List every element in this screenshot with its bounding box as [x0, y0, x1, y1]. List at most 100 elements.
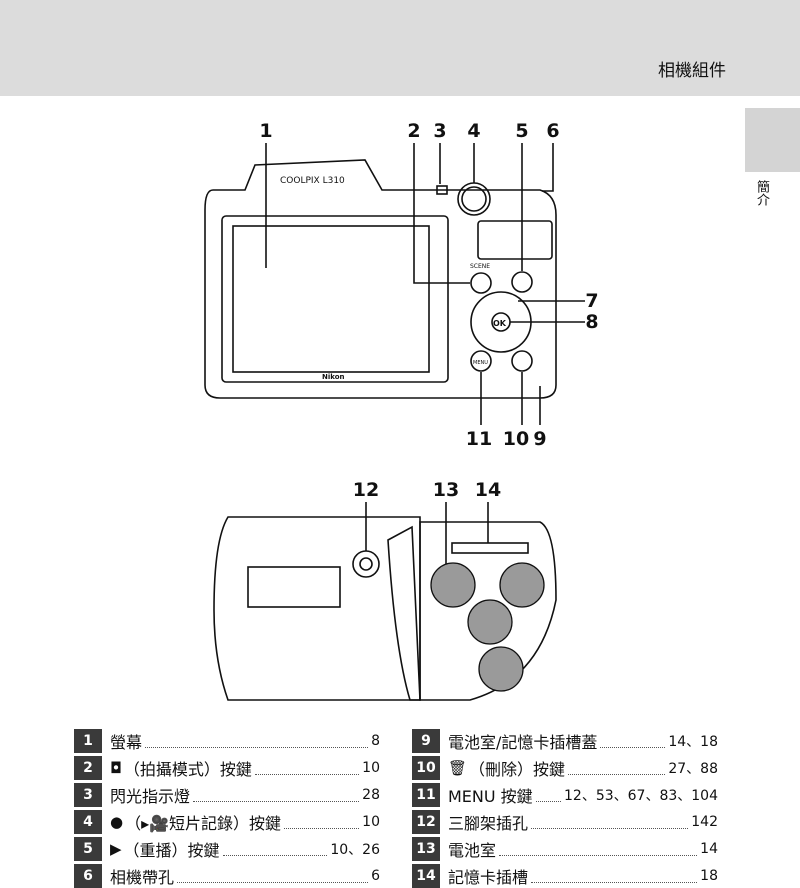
parts-row: 11 MENU 按鍵 12、53、67、83、104	[412, 783, 718, 807]
page-title: 相機組件	[658, 61, 726, 81]
part-number: 12	[412, 810, 440, 834]
menu-label: MENU	[473, 360, 488, 366]
callout-14: 14	[474, 479, 502, 501]
part-label: 相機帶孔	[110, 868, 175, 887]
part-label: 三腳架插孔	[448, 814, 529, 833]
page-header: 相機組件	[0, 0, 800, 96]
playback-button	[511, 271, 533, 293]
part-number: 3	[74, 783, 102, 807]
battery-cell	[430, 562, 476, 608]
section-tab[interactable]	[745, 108, 800, 172]
part-number: 9	[412, 729, 440, 753]
parts-row: 4 ●（▸🎥短片記錄）按鍵 10	[74, 810, 380, 834]
parts-row: 5 ▶（重播）按鍵 10、26	[74, 837, 380, 861]
section-tab-label: 簡介	[754, 180, 769, 206]
leader-dots	[177, 870, 369, 883]
parts-row: 2 ◘（拍攝模式）按鍵 10	[74, 756, 380, 780]
record-icon: ●	[110, 813, 124, 831]
part-number: 11	[412, 783, 440, 807]
page-reference: 10、26	[330, 842, 380, 858]
part-label: （拍攝模式）按鍵	[123, 760, 252, 779]
leader-dots	[568, 762, 666, 775]
callout-13: 13	[432, 479, 460, 501]
callout-7: 7	[585, 290, 599, 312]
leader-dots	[535, 789, 562, 802]
page-reference: 27、88	[668, 761, 718, 777]
part-number: 14	[412, 864, 440, 888]
part-label: MENU 按鍵	[448, 787, 533, 806]
scene-label: SCENE	[470, 263, 490, 270]
camera-bottom-body	[213, 516, 421, 701]
battery-chamber-outline	[419, 521, 557, 701]
callout-5: 5	[515, 120, 529, 142]
leader-dots	[284, 816, 360, 829]
part-number: 5	[74, 837, 102, 861]
parts-row: 6 相機帶孔 6	[74, 864, 380, 888]
page-reference: 6	[371, 868, 380, 884]
camera-diagram: COOLPIX L310 Nikon SCENE OK MENU	[204, 143, 585, 701]
callout-11: 11	[465, 428, 493, 450]
camera-icon: ◘	[110, 759, 122, 777]
battery-cell	[499, 562, 545, 608]
camera-logo: Nikon	[322, 373, 345, 381]
parts-row: 3 閃光指示燈 28	[74, 783, 380, 807]
parts-row: 12 三腳架插孔 142	[412, 810, 718, 834]
trash-icon: 🗑	[448, 759, 468, 777]
parts-row: 1 螢幕 8	[74, 729, 380, 753]
menu-button	[470, 350, 492, 372]
part-number: 10	[412, 756, 440, 780]
callout-2: 2	[407, 120, 421, 142]
leader-dots	[145, 735, 369, 748]
page-reference: 8	[371, 733, 380, 749]
callout-1: 1	[259, 120, 273, 142]
part-label: （▸🎥短片記錄）按鍵	[125, 814, 282, 833]
shooting-mode-button	[470, 272, 492, 294]
tripod-socket	[352, 550, 380, 578]
play-icon: ▶	[110, 840, 122, 858]
battery-cell	[467, 599, 513, 645]
callout-4: 4	[467, 120, 481, 142]
leader-dots	[254, 762, 360, 775]
part-label: 電池室	[448, 841, 497, 860]
part-number: 4	[74, 810, 102, 834]
part-label: （刪除）按鍵	[469, 760, 566, 779]
lcd-screen	[221, 215, 449, 383]
delete-button	[511, 350, 533, 372]
callout-12: 12	[352, 479, 380, 501]
page-reference: 10	[362, 814, 380, 830]
ok-label: OK	[493, 319, 507, 328]
leader-dots	[222, 843, 328, 856]
page-reference: 10	[362, 760, 380, 776]
page-reference: 28	[362, 787, 380, 803]
callout-9: 9	[533, 428, 547, 450]
parts-row: 10 🗑（刪除）按鍵 27、88	[412, 756, 718, 780]
parts-row: 14 記憶卡插槽 18	[412, 864, 718, 888]
part-number: 6	[74, 864, 102, 888]
leader-dots	[499, 843, 698, 856]
battery-cover	[387, 525, 421, 701]
leader-dots	[193, 789, 360, 802]
callout-10: 10	[502, 428, 530, 450]
page-reference: 14、18	[668, 734, 718, 750]
part-label: 電池室/記憶卡插槽蓋	[448, 733, 598, 752]
callout-3: 3	[433, 120, 447, 142]
page-reference: 18	[700, 868, 718, 884]
part-number: 1	[74, 729, 102, 753]
parts-row: 9 電池室/記憶卡插槽蓋 14、18	[412, 729, 718, 753]
battery-cell	[478, 646, 524, 692]
leader-dots	[531, 870, 698, 883]
part-label: （重播）按鍵	[123, 841, 220, 860]
parts-row: 13 電池室 14	[412, 837, 718, 861]
camera-brand: COOLPIX L310	[280, 176, 345, 186]
record-button	[461, 186, 487, 212]
leader-dots	[531, 816, 689, 829]
part-label: 記憶卡插槽	[448, 868, 529, 887]
part-number: 13	[412, 837, 440, 861]
callout-8: 8	[585, 311, 599, 333]
page-reference: 12、53、67、83、104	[564, 788, 718, 804]
part-label: 螢幕	[110, 733, 143, 752]
callout-6: 6	[546, 120, 560, 142]
part-number: 2	[74, 756, 102, 780]
leader-dots	[600, 735, 666, 748]
page-reference: 14	[700, 841, 718, 857]
